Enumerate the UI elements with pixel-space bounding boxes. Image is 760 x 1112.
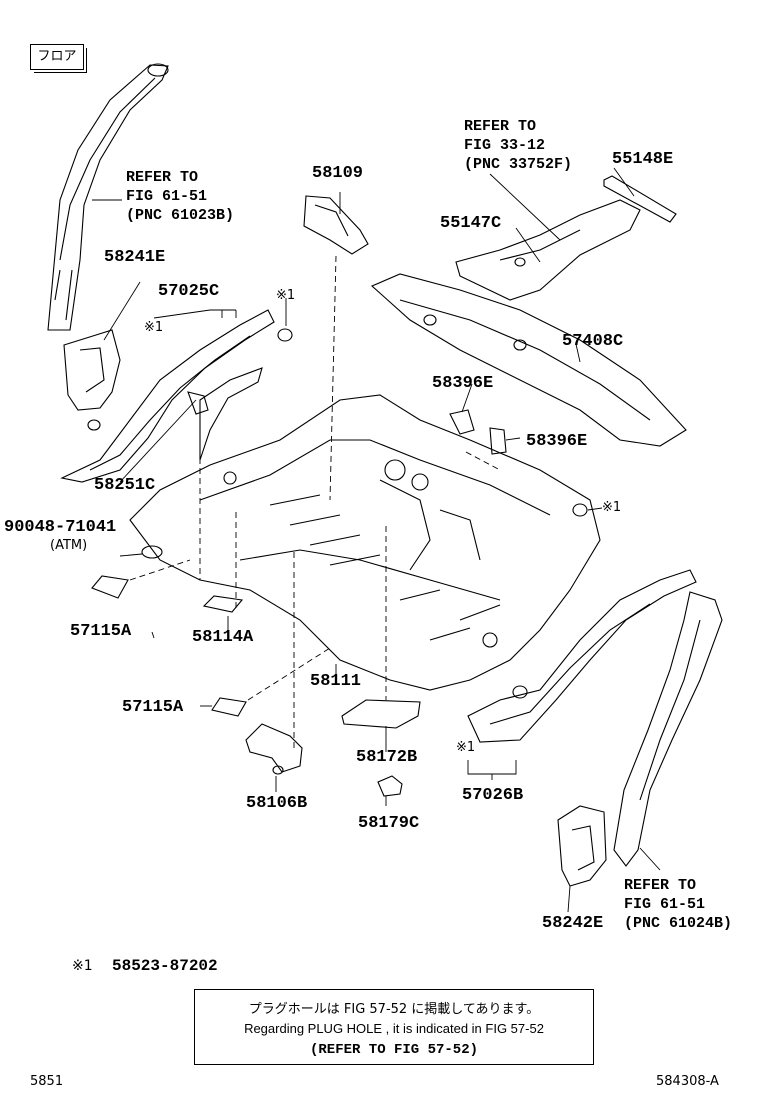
right-pillar-drawing: [613, 591, 723, 867]
part-label-58396e-lower[interactable]: 58396E: [526, 432, 588, 451]
part-label-58242e[interactable]: 58242E: [542, 914, 604, 933]
part-label-57408c[interactable]: 57408C: [562, 332, 624, 351]
clip-58251c-drawing: [187, 391, 209, 415]
refer-bottom-line1: REFER TO: [624, 877, 697, 894]
note-mark-1: ※1: [144, 320, 164, 335]
floor-pan-58111-drawing: [129, 394, 601, 691]
part-label-57115a-lower[interactable]: 57115A: [122, 698, 184, 717]
part-label-58114a[interactable]: 58114A: [192, 628, 254, 647]
part-label-58106b[interactable]: 58106B: [246, 794, 308, 813]
refer-left-line2[interactable]: FIG 61-51: [126, 188, 208, 205]
bracket-58396e-lower-drawing: [489, 427, 507, 455]
bracket-55147c-drawing: [455, 199, 641, 301]
pad-58114a-drawing: [202, 595, 244, 613]
note-line-english: Regarding PLUG HOLE , it is indicated in…: [244, 1021, 544, 1036]
part-label-58111[interactable]: 58111: [310, 672, 362, 691]
leader-lines: [92, 167, 661, 913]
footnote-part-number[interactable]: 58523-87202: [112, 957, 218, 975]
part-label-58109[interactable]: 58109: [312, 164, 364, 183]
part-label-58241e[interactable]: 58241E: [104, 248, 166, 267]
nut-right-drawing: [572, 503, 588, 517]
pad-57115a-upper-drawing: [91, 575, 129, 599]
refer-bottom-line3: (PNC 61024B): [624, 915, 733, 932]
footer-drawing-id: 584308-A: [656, 1074, 719, 1089]
part-label-58179c[interactable]: 58179C: [358, 814, 420, 833]
plug-hole-note-box: プラグホールは FIG 57-52 に掲載してあります。 Regarding P…: [194, 989, 594, 1065]
part-label-atm: (ATM): [50, 538, 88, 553]
part-label-58251c[interactable]: 58251C: [94, 476, 156, 495]
block-58179c-drawing: [377, 775, 403, 797]
refer-top-line3: (PNC 33752F): [464, 156, 573, 173]
rail-57025c-drawing: [60, 309, 293, 483]
refer-left-line3: (PNC 61023B): [126, 207, 235, 224]
bar-55148e-drawing: [603, 175, 677, 223]
crossmember-57408c-drawing: [370, 273, 687, 447]
note-mark-2: ※1: [276, 288, 296, 303]
part-label-57026b[interactable]: 57026B: [462, 786, 524, 805]
bracket-58396e-upper-drawing: [449, 409, 475, 435]
bracket-58242e-drawing: [557, 805, 607, 887]
part-label-55147c[interactable]: 55147C: [440, 214, 502, 233]
refer-left-line1: REFER TO: [126, 169, 199, 186]
figure-title-box: フロア: [30, 44, 87, 73]
note-line-refer[interactable]: (REFER TO FIG 57-52): [309, 1042, 479, 1058]
brace-58172b-drawing: [341, 699, 421, 729]
part-label-57115a-upper[interactable]: 57115A: [70, 622, 132, 641]
refer-bottom-line2[interactable]: FIG 61-51: [624, 896, 706, 913]
note-line-japanese: プラグホールは FIG 57-52 に掲載してあります。: [248, 1002, 540, 1017]
part-label-57025c[interactable]: 57025C: [158, 282, 220, 301]
pad-57115a-lower-drawing: [211, 697, 247, 717]
footnote-mark: ※1: [72, 958, 93, 974]
bracket-58106b-drawing: [245, 723, 303, 775]
refer-top-line1: REFER TO: [464, 118, 537, 135]
part-label-58396e-upper[interactable]: 58396E: [432, 374, 494, 393]
alignment-dashes: [129, 255, 501, 748]
part-label-90048-71041[interactable]: 90048-71041: [4, 518, 117, 537]
footer-figure-number: 5851: [30, 1074, 64, 1089]
bracket-58109-drawing: [303, 195, 369, 255]
left-pillar-drawing: [47, 63, 169, 331]
bracket-58241e-drawing: [63, 329, 121, 431]
plug-90048-drawing: [141, 545, 163, 559]
rail-57026b-drawing: [467, 569, 697, 743]
refer-top-line2[interactable]: FIG 33-12: [464, 137, 546, 154]
part-label-58172b[interactable]: 58172B: [356, 748, 418, 767]
note-mark-3: ※1: [602, 500, 622, 515]
part-label-55148e[interactable]: 55148E: [612, 150, 674, 169]
note-mark-4: ※1: [456, 740, 476, 755]
